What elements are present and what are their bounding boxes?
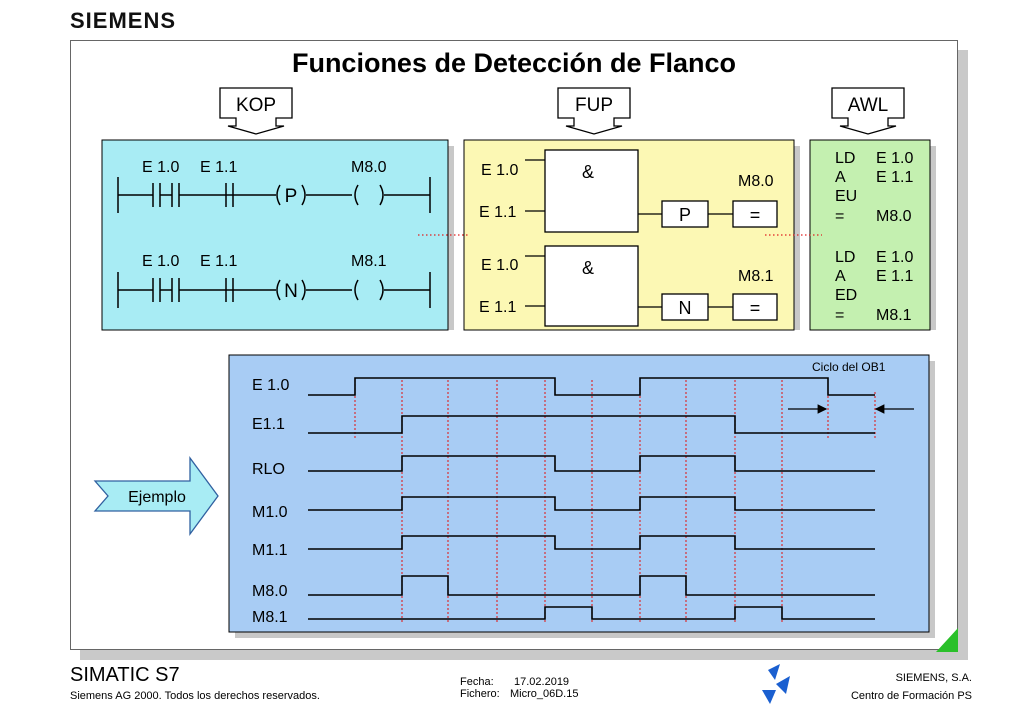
fup-b2-in2: E 1.1 — [479, 299, 516, 316]
waveform-m1-0 — [308, 496, 875, 511]
example-arrow-label: Ejemplo — [128, 489, 186, 506]
kop-r2-contact2: E 1.1 — [200, 253, 237, 270]
slide-title: Funciones de Detección de Flanco — [291, 48, 737, 78]
footer-copyright: Siemens AG 2000. Todos los derechos rese… — [70, 690, 320, 702]
waveform-e1-1 — [308, 415, 875, 434]
awl-arg: E 1.1 — [876, 169, 913, 186]
signal-label: RLO — [252, 461, 285, 478]
footer-fecha-value: 17.02.2019 — [514, 676, 570, 688]
signal-label: E1.1 — [252, 416, 285, 433]
awl-arg: E 1.0 — [876, 249, 913, 266]
awl-op: LD — [835, 249, 855, 266]
awl-op: LD — [835, 150, 855, 167]
awl-arg: E 1.0 — [876, 150, 913, 167]
kop-header-label: KOP — [236, 95, 276, 116]
fup-b1-in2: E 1.1 — [479, 204, 516, 221]
awl-op: = — [835, 208, 844, 225]
footer-company: SIEMENS, S.A. — [895, 672, 972, 684]
awl-header-label: AWL — [848, 95, 888, 116]
footer-center: Centro de Formación PS — [850, 690, 972, 702]
awl-op: A — [835, 268, 846, 285]
signal-label: M8.0 — [252, 583, 288, 600]
footer-fichero-label: Fichero: — [460, 688, 500, 700]
kop-header: KOP — [219, 87, 293, 135]
kop-r2-contact1: E 1.0 — [142, 253, 179, 270]
awl-arg: M8.1 — [876, 307, 912, 324]
footer-fecha-label: Fecha: — [460, 676, 494, 688]
fup-b1-edge: P — [679, 205, 691, 225]
waveform-e1-0 — [308, 377, 875, 396]
fup-header-label: FUP — [575, 95, 613, 116]
kop-r1-contact1: E 1.0 — [142, 159, 179, 176]
kop-r2-coil-label: M8.1 — [351, 253, 387, 270]
awl-op: EU — [835, 188, 857, 205]
fup-panel: E 1.0 E 1.1 & P = M8.0 E 1.0 E 1.1 & N =… — [463, 139, 800, 331]
footer-product: SIMATIC S7 — [70, 664, 180, 686]
fup-b2-op: & — [582, 258, 594, 278]
awl-header: AWL — [831, 87, 905, 135]
example-arrow: Ejemplo — [93, 456, 219, 536]
awl-op: = — [835, 307, 844, 324]
signal-label: M1.1 — [252, 542, 288, 559]
fup-b2-out: M8.1 — [738, 268, 774, 285]
fup-b2-assign: = — [750, 298, 761, 318]
fup-b1-assign: = — [750, 205, 761, 225]
awl-op: ED — [835, 287, 857, 304]
waveform-m8-0 — [308, 575, 875, 596]
kop-panel: E 1.0 E 1.1 M8.0 P E 1.0 E 1.1 M8.1 N — [101, 139, 454, 331]
waveform-m1-1 — [308, 535, 875, 550]
fup-b2-edge: N — [679, 298, 692, 318]
fup-b1-op: & — [582, 162, 594, 182]
waveform-m8-1 — [308, 606, 875, 620]
signal-label: E 1.0 — [252, 377, 289, 394]
awl-arg: M8.0 — [876, 208, 912, 225]
fup-b1-in1: E 1.0 — [481, 162, 518, 179]
waveform-rlo — [308, 455, 875, 472]
formation-logo — [762, 664, 790, 704]
siemens-logo: SIEMENS — [70, 8, 177, 33]
signal-label: M8.1 — [252, 609, 288, 626]
awl-op: A — [835, 169, 846, 186]
fup-header: FUP — [557, 87, 631, 135]
kop-r2-edge: N — [284, 281, 298, 302]
signal-label: M1.0 — [252, 504, 288, 521]
kop-r1-coil-label: M8.0 — [351, 159, 387, 176]
footer-fichero-value: Micro_06D.15 — [510, 688, 579, 700]
fup-b1-out: M8.0 — [738, 173, 774, 190]
awl-arg: E 1.1 — [876, 268, 913, 285]
kop-r1-edge: P — [285, 186, 298, 207]
kop-r1-contact2: E 1.1 — [200, 159, 237, 176]
page-corner — [936, 628, 958, 652]
fup-b2-in1: E 1.0 — [481, 257, 518, 274]
cycle-label: Ciclo del OB1 — [812, 360, 886, 374]
